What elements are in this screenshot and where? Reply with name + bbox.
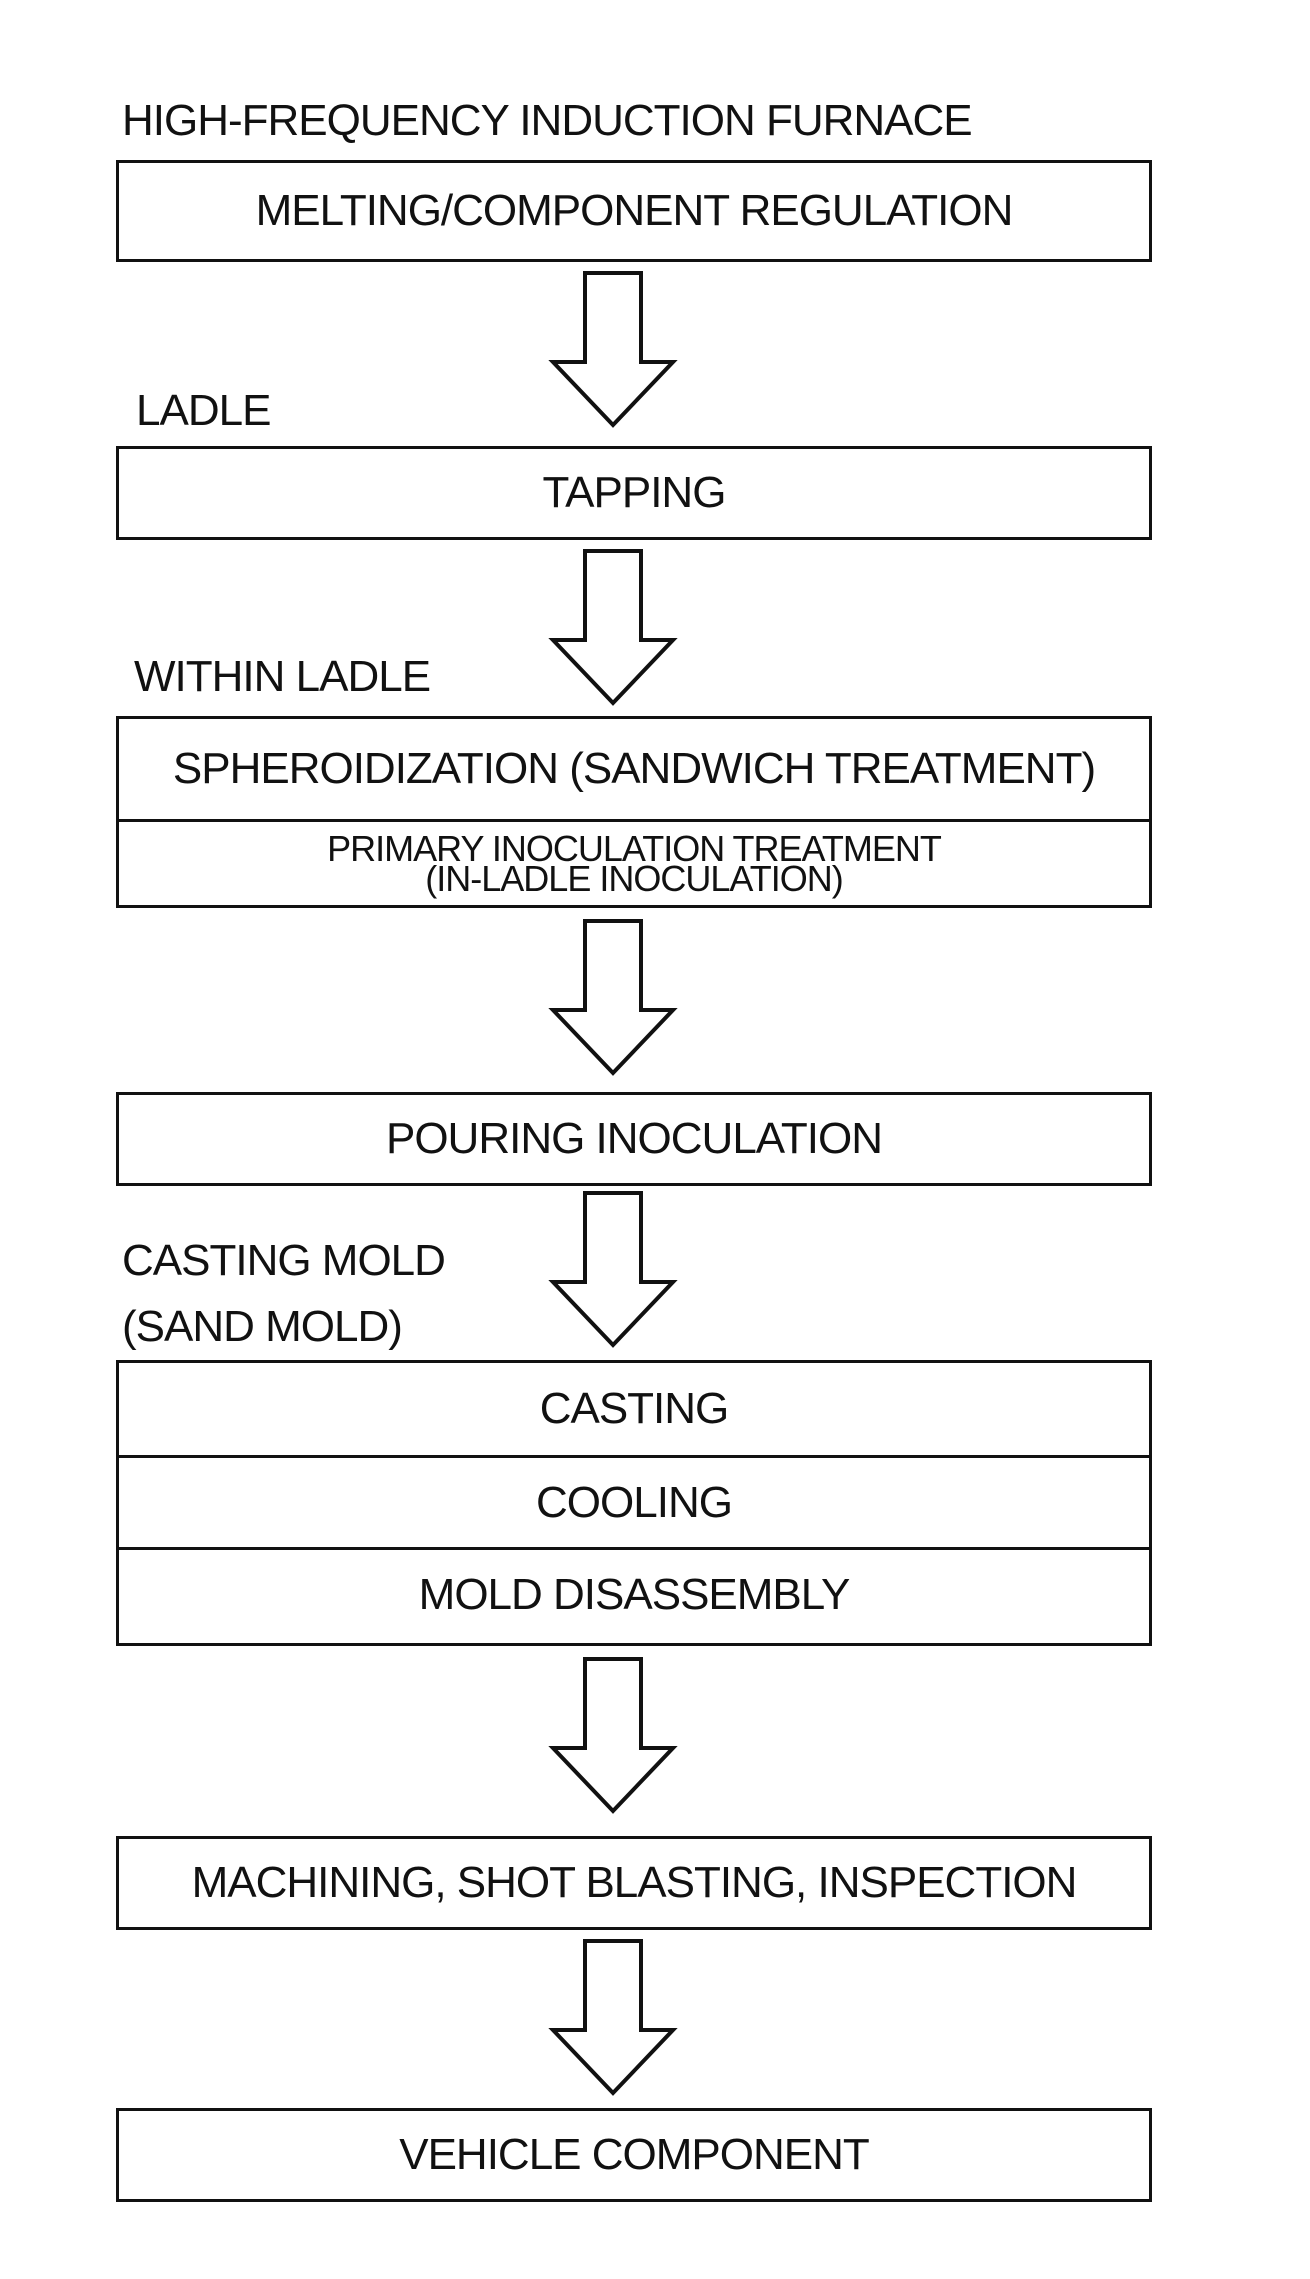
stage-label-within-ladle: WITHIN LADLE bbox=[134, 652, 430, 702]
hollow-down-arrow-icon bbox=[548, 1190, 678, 1350]
hollow-down-arrow-icon bbox=[548, 1938, 678, 2098]
hollow-down-arrow-icon bbox=[548, 1656, 678, 1816]
stage-label-sand-mold: (SAND MOLD) bbox=[122, 1302, 402, 1352]
step-box-pouring: POURING INOCULATION bbox=[116, 1092, 1152, 1186]
hollow-down-arrow-icon bbox=[548, 918, 678, 1078]
stage-label-ladle: LADLE bbox=[136, 386, 270, 436]
step-box-casting: CASTING COOLING MOLD DISASSEMBLY bbox=[116, 1360, 1152, 1646]
hollow-down-arrow-icon bbox=[548, 548, 678, 708]
step-tapping: TAPPING bbox=[119, 449, 1149, 537]
step-spheroidization: SPHEROIDIZATION (SANDWICH TREATMENT) bbox=[119, 719, 1149, 819]
step-box-melting: MELTING/COMPONENT REGULATION bbox=[116, 160, 1152, 262]
step-box-tapping: TAPPING bbox=[116, 446, 1152, 540]
step-vehicle-component: VEHICLE COMPONENT bbox=[119, 2111, 1149, 2199]
step-primary-inoculation: PRIMARY INOCULATION TREATMENT (IN-LADLE … bbox=[119, 819, 1149, 905]
step-cooling: COOLING bbox=[119, 1455, 1149, 1547]
step-box-spheroidization: SPHEROIDIZATION (SANDWICH TREATMENT) PRI… bbox=[116, 716, 1152, 908]
hollow-down-arrow-icon bbox=[548, 270, 678, 430]
stage-label-casting-mold: CASTING MOLD bbox=[122, 1236, 445, 1286]
stage-label-furnace: HIGH-FREQUENCY INDUCTION FURNACE bbox=[122, 96, 972, 146]
step-melting-component-regulation: MELTING/COMPONENT REGULATION bbox=[119, 163, 1149, 259]
step-mold-disassembly: MOLD DISASSEMBLY bbox=[119, 1547, 1149, 1639]
step-primary-inoculation-line2: (IN-LADLE INOCULATION) bbox=[425, 864, 842, 894]
step-box-machining: MACHINING, SHOT BLASTING, INSPECTION bbox=[116, 1836, 1152, 1930]
step-machining-shot-blasting-inspection: MACHINING, SHOT BLASTING, INSPECTION bbox=[119, 1839, 1149, 1927]
step-pouring-inoculation: POURING INOCULATION bbox=[119, 1095, 1149, 1183]
step-casting: CASTING bbox=[119, 1363, 1149, 1455]
step-box-vehicle-component: VEHICLE COMPONENT bbox=[116, 2108, 1152, 2202]
